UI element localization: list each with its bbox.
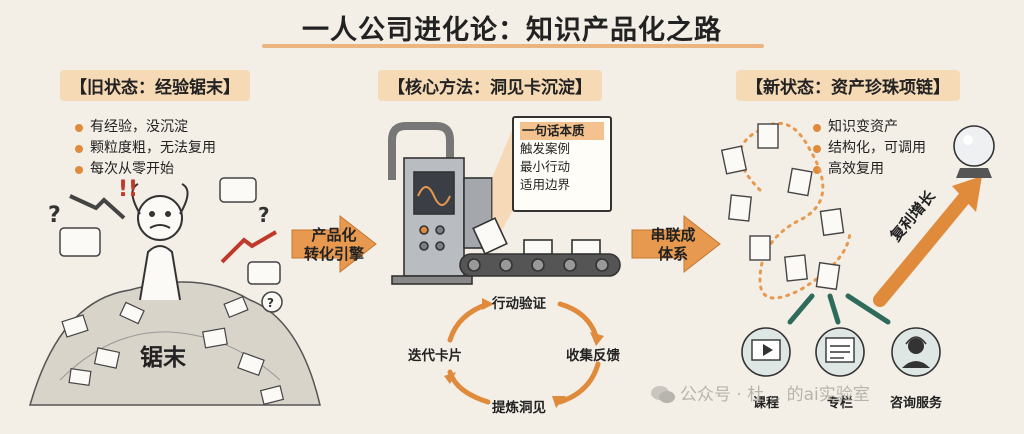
old-bullet-3: 每次从零开始 xyxy=(74,159,216,180)
cycle-step-refine: 提炼洞见 xyxy=(492,400,546,416)
title-underline xyxy=(262,44,764,48)
old-state-heading: 【旧状态：经验锯末】 xyxy=(60,70,250,101)
column-icon xyxy=(815,327,865,377)
output-consulting-label: 咨询服务 xyxy=(889,396,942,411)
conversion-label-line1: 产品化 xyxy=(311,226,357,244)
svg-text:?: ? xyxy=(267,296,274,310)
link-label-line2: 体系 xyxy=(657,245,688,263)
conversion-label-line2: 转化引擎 xyxy=(303,245,364,263)
svg-text:!!: !! xyxy=(118,177,138,202)
old-bullet-1: 有经验，没沉淀 xyxy=(74,117,216,138)
card-line-boundary: 适用边界 xyxy=(520,177,571,192)
new-state-bullets: 知识变资产 结构化，可调用 高效复用 xyxy=(812,117,926,180)
svg-text:?: ? xyxy=(258,203,270,227)
down-arrow-left xyxy=(69,194,126,220)
new-bullet-1: 知识变资产 xyxy=(812,117,926,138)
sawdust-label: 锯末 xyxy=(140,345,186,371)
old-state-bullets: 有经验，没沉淀 颗粒度粗，无法复用 每次从零开始 xyxy=(74,117,216,180)
growth-arrowhead xyxy=(952,176,982,212)
watermark: 公众号 · 杜… 的ai实验室 xyxy=(680,385,870,405)
stressed-person xyxy=(131,183,189,301)
cycle-step-iterate: 迭代卡片 xyxy=(408,348,462,364)
question-marks: ? ? ? !! xyxy=(48,177,274,310)
core-method-heading: 【核心方法：洞见卡沉淀】 xyxy=(378,70,602,101)
new-bullet-2: 结构化，可调用 xyxy=(812,138,926,159)
growth-arrow xyxy=(873,189,973,307)
card-line-action: 最小行动 xyxy=(520,159,571,174)
link-system-label: 串联成 体系 xyxy=(638,226,708,264)
page-title: 一人公司进化论：知识产品化之路 xyxy=(302,15,722,46)
crystal-ball-icon xyxy=(953,125,995,178)
card-machine xyxy=(388,122,512,285)
new-bullet-3: 高效复用 xyxy=(812,159,926,180)
insight-card: 一句话本质 触发案例 最小行动 适用边界 xyxy=(512,116,612,212)
link-label-line1: 串联成 xyxy=(650,226,696,244)
confusion-bubbles xyxy=(59,177,283,313)
output-course-label: 课程 xyxy=(752,396,779,411)
cycle-step-validate: 行动验证 xyxy=(492,296,546,312)
down-arrow-right xyxy=(220,230,278,264)
cycle-arrowheads xyxy=(444,298,604,408)
link-arrow xyxy=(631,214,721,274)
wechat-icon xyxy=(651,386,675,403)
pearl-cards xyxy=(720,123,845,291)
course-icon xyxy=(741,327,791,377)
card-line-trigger: 触发案例 xyxy=(520,141,571,156)
output-column-label: 专栏 xyxy=(826,396,853,411)
conversion-arrow xyxy=(291,214,377,274)
conversion-engine-label: 产品化 转化引擎 xyxy=(296,226,372,264)
output-arrows xyxy=(787,293,891,325)
conveyor-belt xyxy=(459,217,621,277)
consulting-icon xyxy=(891,327,941,377)
new-state-heading: 【新状态：资产珍珠项链】 xyxy=(736,70,960,101)
cycle-step-feedback: 收集反馈 xyxy=(566,348,620,364)
card-line-essence: 一句话本质 xyxy=(520,122,604,140)
sawdust-pile xyxy=(29,281,321,406)
old-bullet-2: 颗粒度粗，无法复用 xyxy=(74,138,216,159)
svg-text:?: ? xyxy=(48,203,61,228)
